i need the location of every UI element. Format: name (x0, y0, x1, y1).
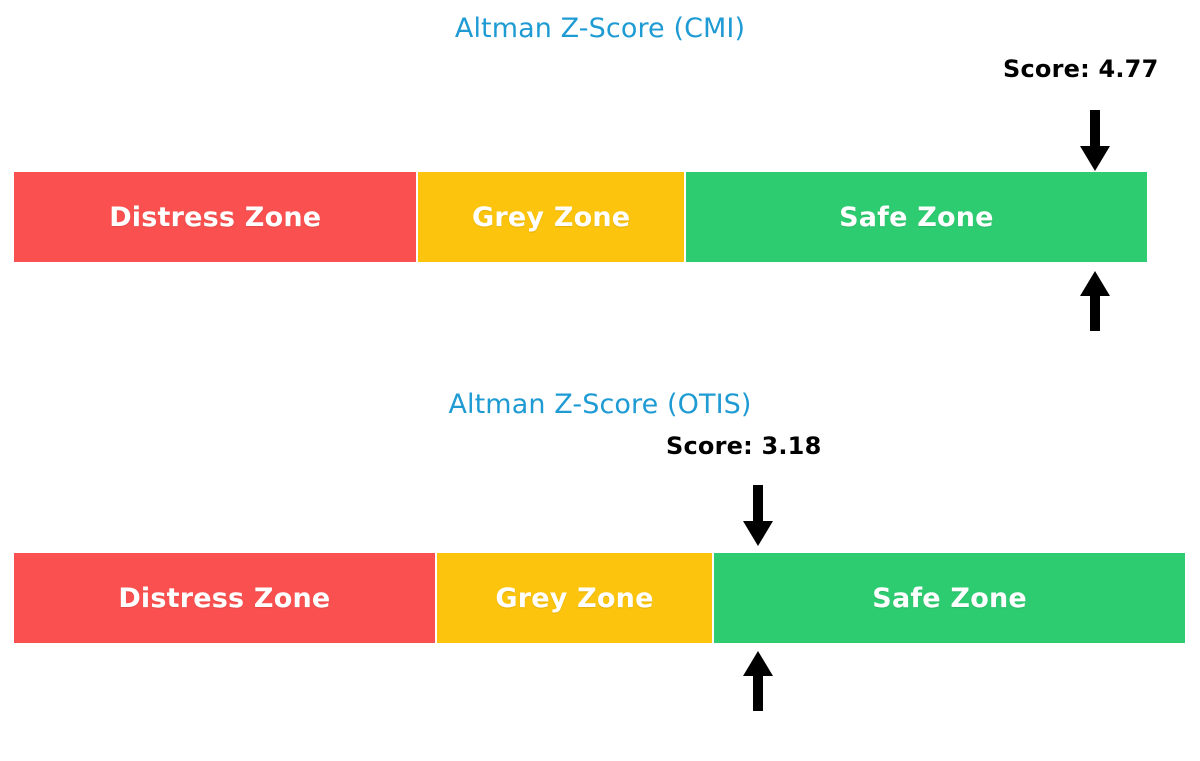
zone-label-grey: Grey Zone (495, 582, 654, 614)
zone-gauge-otis: Distress Zone Grey Zone Safe Zone (14, 553, 1185, 643)
chart-panel-otis: Altman Z-Score (OTIS) Score: 3.18 Distre… (0, 380, 1200, 761)
up-arrow-icon-otis (742, 650, 774, 712)
zone-label-safe: Safe Zone (839, 201, 994, 233)
down-arrow-icon-otis (742, 485, 774, 547)
down-arrow-icon-cmi (1079, 110, 1111, 172)
zone-gauge-cmi: Distress Zone Grey Zone Safe Zone (14, 172, 1147, 262)
up-arrow-icon-cmi (1079, 270, 1111, 332)
chart-panel-cmi: Altman Z-Score (CMI) Score: 4.77 Distres… (0, 0, 1200, 360)
zone-segment-safe: Safe Zone (714, 553, 1185, 643)
zone-segment-distress: Distress Zone (14, 553, 437, 643)
zone-segment-grey: Grey Zone (436, 553, 715, 643)
page-title-otis: Altman Z-Score (OTIS) (448, 389, 752, 420)
page-title-cmi: Altman Z-Score (CMI) (454, 13, 746, 44)
zone-label-distress: Distress Zone (118, 582, 331, 614)
zone-segment-safe: Safe Zone (685, 172, 1147, 262)
score-annotation-cmi: Score: 4.77 (1003, 55, 1159, 83)
zone-segment-grey: Grey Zone (418, 172, 686, 262)
zone-label-distress: Distress Zone (109, 201, 322, 233)
zone-label-safe: Safe Zone (872, 582, 1027, 614)
zone-label-grey: Grey Zone (472, 201, 631, 233)
score-annotation-otis: Score: 3.18 (666, 432, 822, 460)
zone-segment-distress: Distress Zone (14, 172, 419, 262)
